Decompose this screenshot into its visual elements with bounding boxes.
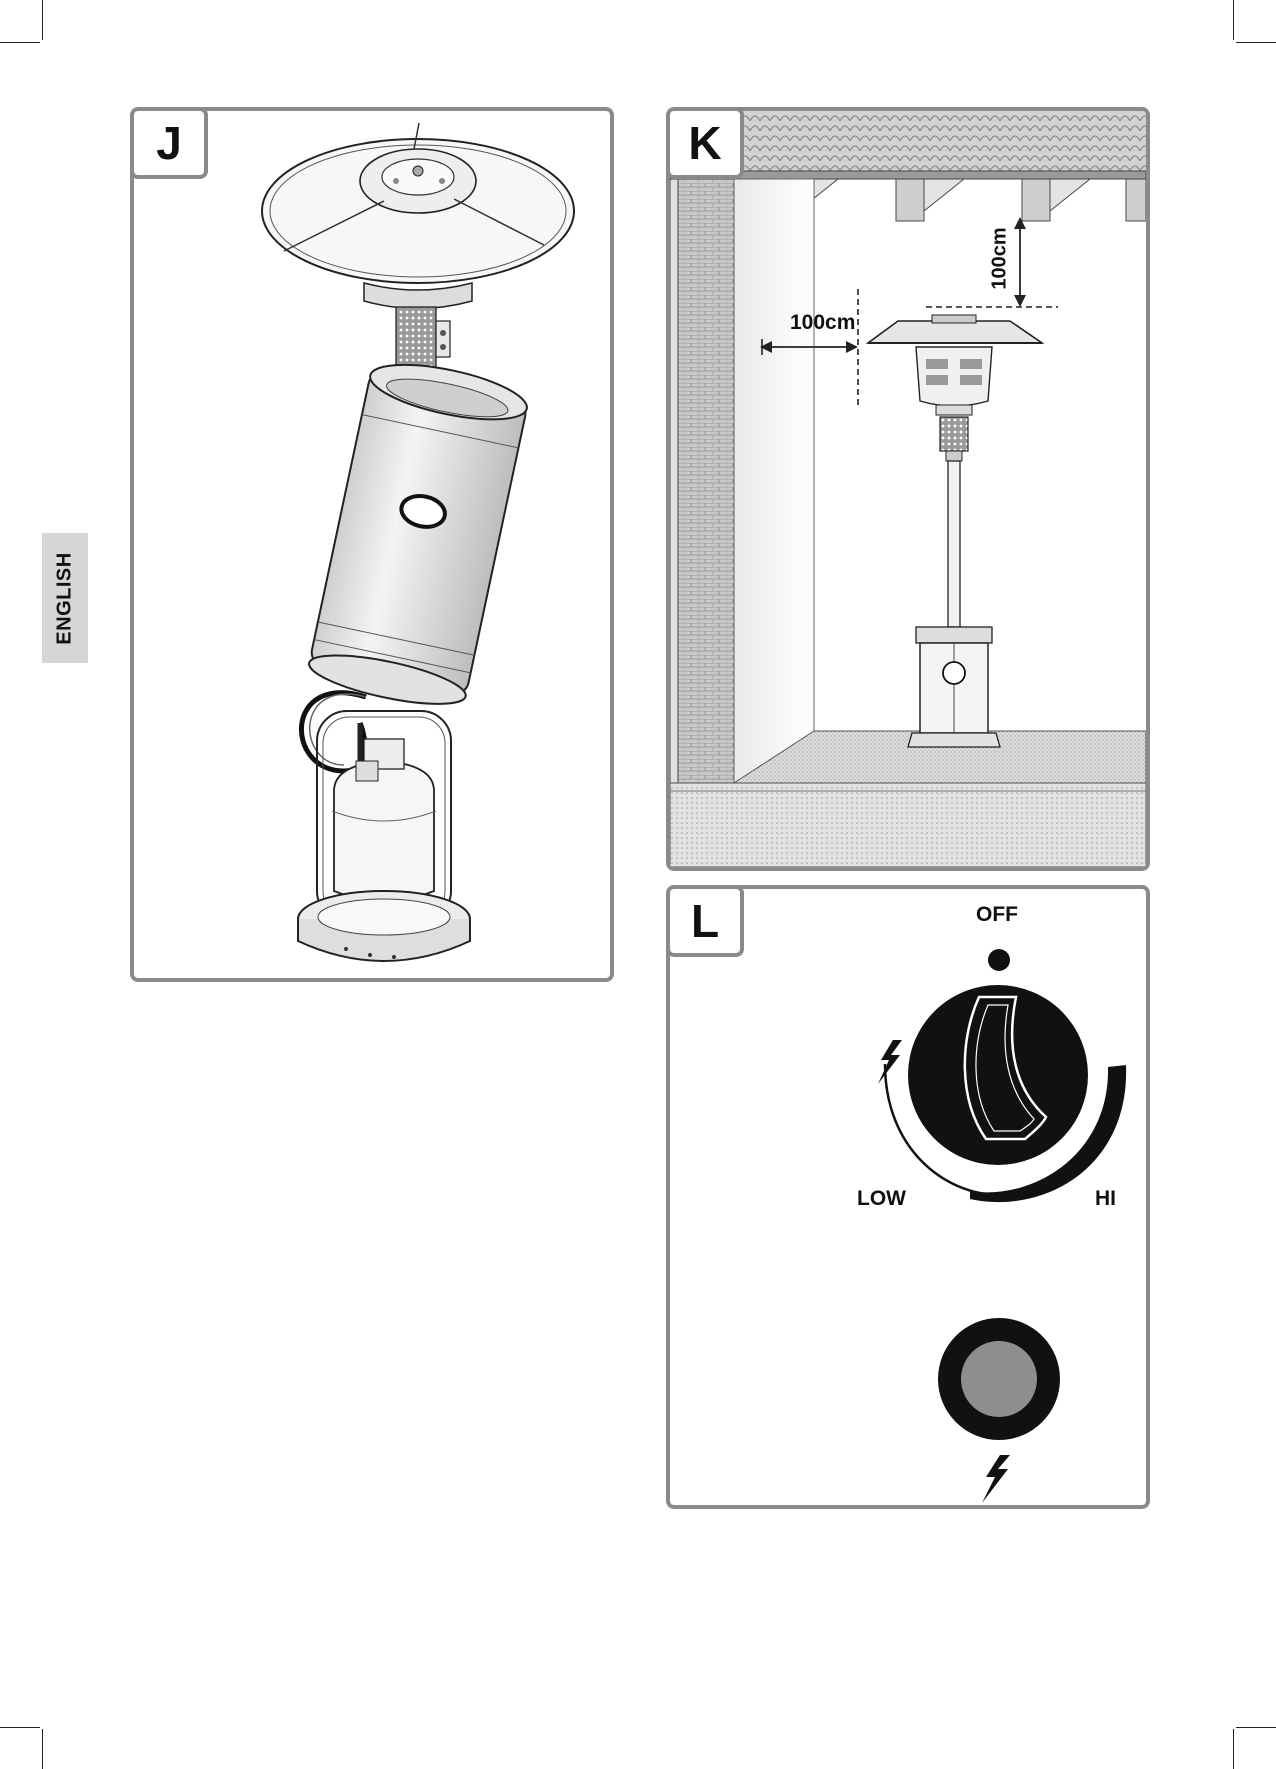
heater-cylinder xyxy=(305,354,531,714)
vertical-clearance-label: 100cm xyxy=(989,219,1012,299)
panel-l: L OFF LOW HI xyxy=(666,885,1150,1509)
heat-control-knob[interactable] xyxy=(908,985,1088,1165)
patio-heater xyxy=(868,315,1042,747)
crop-mark-top-right-v xyxy=(1233,0,1234,40)
heater-tilted-illustration xyxy=(134,111,610,978)
gas-tank-frame xyxy=(317,711,451,921)
crop-mark-bottom-right-h xyxy=(1236,1727,1276,1728)
crop-mark-top-right-h xyxy=(1236,42,1276,43)
off-label: OFF xyxy=(976,903,1018,927)
crop-mark-bottom-right-v xyxy=(1233,1729,1234,1769)
gas-hose xyxy=(301,693,366,771)
hi-label: HI xyxy=(1095,1187,1116,1211)
ignition-spark-icon xyxy=(878,1040,902,1084)
reflector-hood xyxy=(262,123,574,283)
crop-mark-bottom-left-h xyxy=(0,1727,40,1728)
control-knob-diagram xyxy=(670,889,1146,1505)
brick-wall xyxy=(678,179,734,783)
ground xyxy=(670,783,1146,867)
clearance-diagram xyxy=(670,111,1146,867)
horizontal-clearance-label: 100cm xyxy=(790,311,855,335)
heater-base xyxy=(298,891,470,961)
crop-mark-bottom-left-v xyxy=(42,1729,43,1769)
panel-k: K xyxy=(666,107,1150,871)
off-position-dot xyxy=(988,949,1010,971)
panel-k-letter: K xyxy=(666,107,744,179)
low-label: LOW xyxy=(857,1187,906,1211)
panel-l-letter: L xyxy=(666,885,744,957)
language-tab-label: ENGLISH xyxy=(54,552,77,644)
ignition-button-spark-icon xyxy=(982,1455,1010,1503)
crop-mark-top-left-v xyxy=(42,0,43,40)
language-tab: ENGLISH xyxy=(42,533,88,663)
panel-j-letter: J xyxy=(130,107,208,179)
ignition-button[interactable] xyxy=(938,1318,1060,1440)
crop-mark-top-left-h xyxy=(0,42,40,43)
panel-j: J xyxy=(130,107,614,982)
